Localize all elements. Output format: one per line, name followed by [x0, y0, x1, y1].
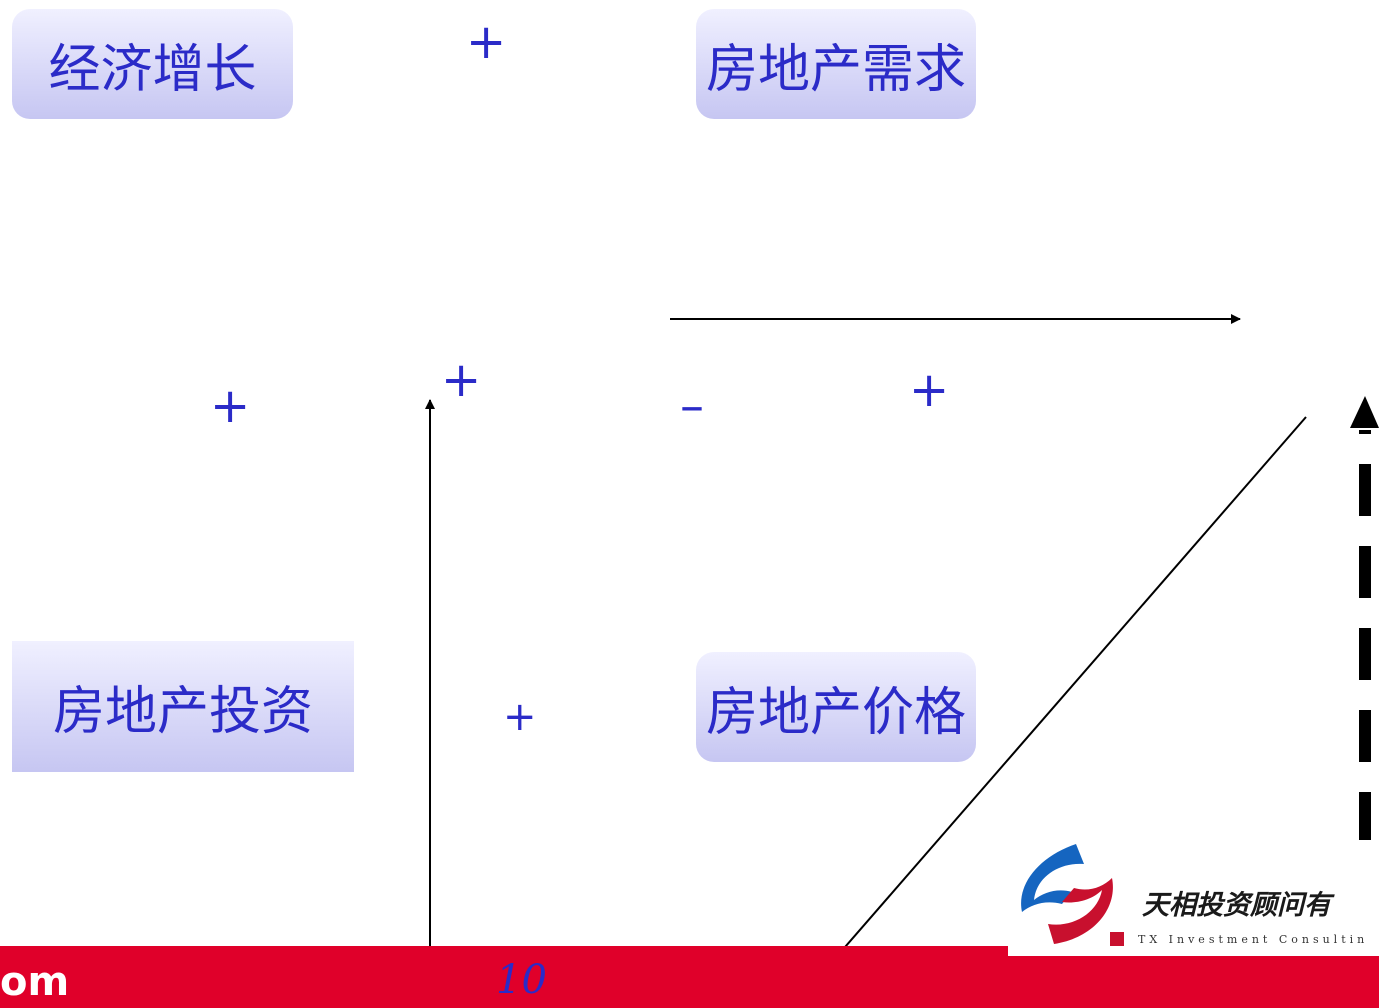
- logo-name: 天相投资顾问有: [1142, 890, 1331, 921]
- line-diagonal: [791, 416, 1307, 1008]
- footer-bar: [0, 946, 1379, 1008]
- node-label-housing-investment: 房地产投资: [52, 682, 313, 742]
- sign-plus-arrow: +: [441, 352, 482, 408]
- sign-plus-top: +: [466, 14, 507, 70]
- sign-plus-left: +: [210, 378, 251, 434]
- node-housing-demand: 房地产需求: [696, 9, 976, 119]
- logo-seal-icon: [1110, 932, 1124, 946]
- node-economic-growth: 经济增长: [12, 9, 293, 119]
- company-logo: 天相投资顾问有 TX Investment Consultin: [1008, 840, 1379, 956]
- node-label-economic-growth: 经济增长: [48, 39, 257, 100]
- node-bg-housing-investment: [12, 641, 354, 772]
- node-housing-price: 房地产价格: [696, 652, 976, 762]
- node-housing-investment: 房地产投资: [12, 641, 354, 772]
- footer-url: om: [0, 959, 70, 1005]
- page-number: 10: [496, 957, 547, 1003]
- node-label-housing-price: 房地产价格: [705, 682, 966, 743]
- sign-minus: –: [680, 378, 704, 434]
- arrow-dashed-head: [1350, 396, 1379, 428]
- node-bg-economic-growth: [12, 9, 293, 119]
- logo-mark-icon: [1021, 844, 1113, 944]
- logo-subtitle: TX Investment Consultin: [1138, 933, 1369, 946]
- node-bg-housing-price: [696, 652, 976, 762]
- node-bg-housing-demand: [696, 9, 976, 119]
- node-label-housing-demand: 房地产需求: [705, 39, 966, 100]
- sign-plus-right: +: [909, 362, 950, 418]
- sign-plus-lower: +: [503, 694, 537, 740]
